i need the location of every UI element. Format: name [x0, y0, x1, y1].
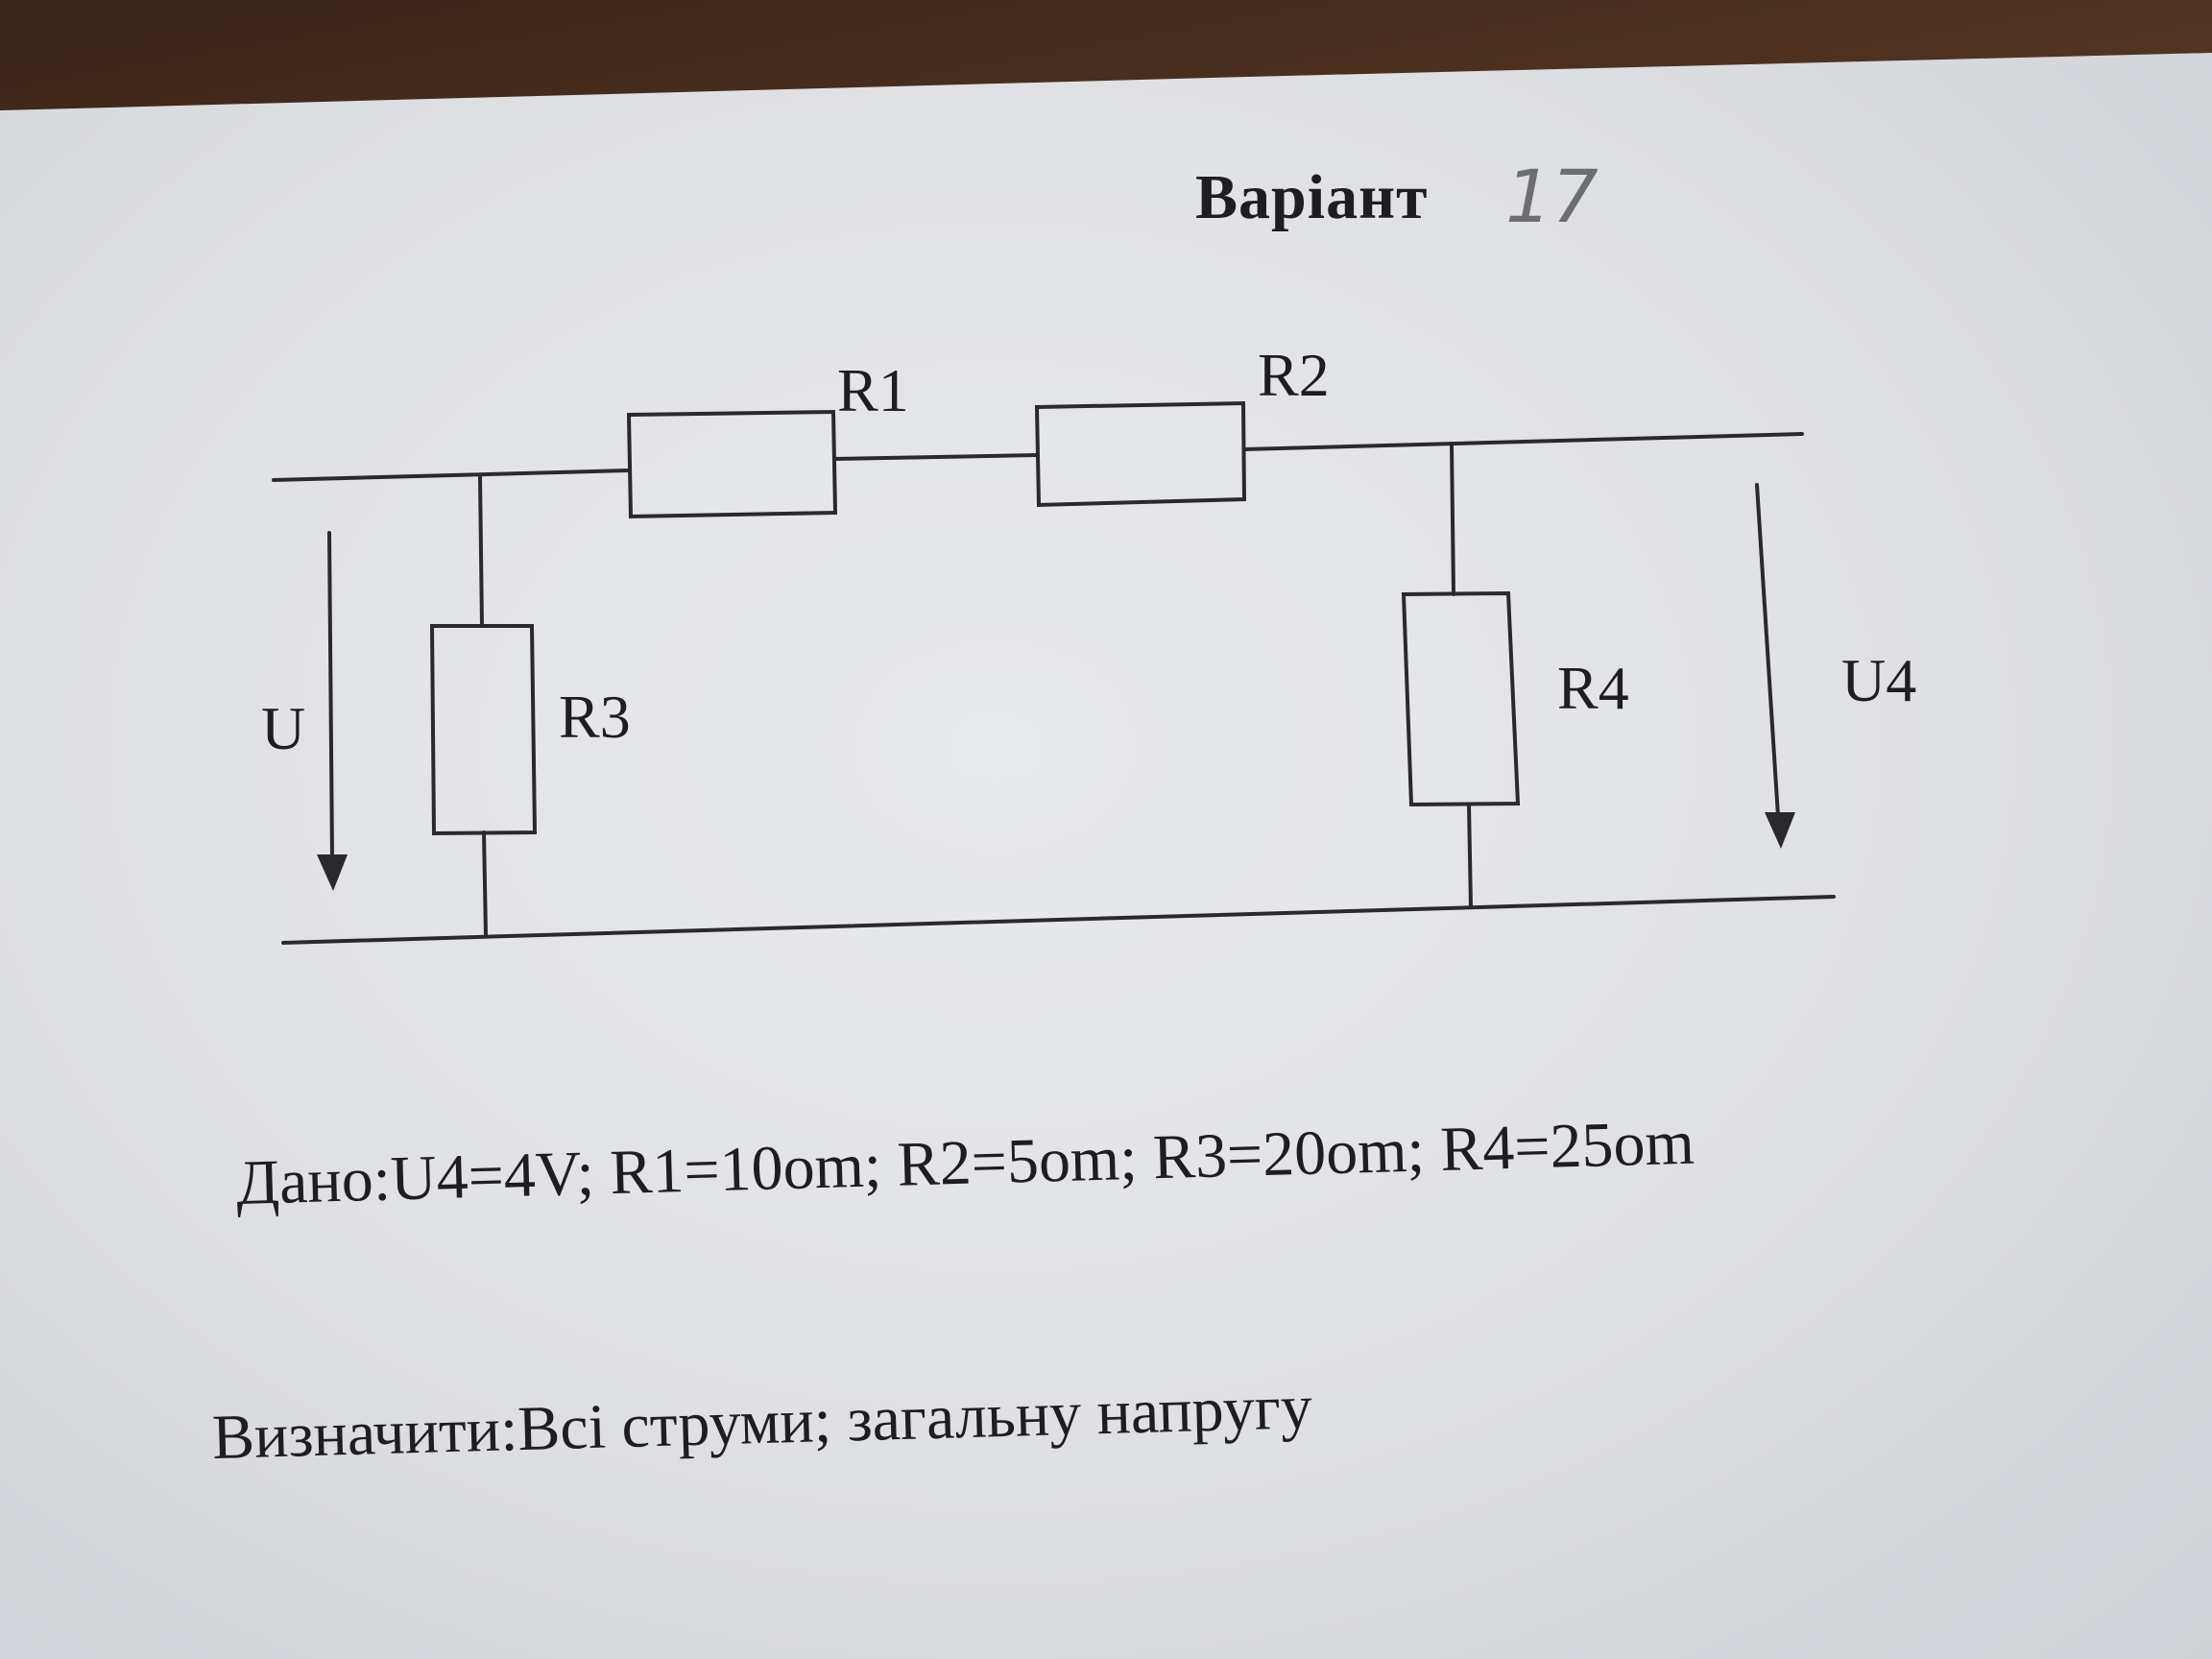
r1-label: R1 [837, 356, 909, 424]
r3-resistor [429, 624, 538, 836]
r3-bottom-wire [482, 830, 488, 937]
r4-resistor [1401, 590, 1521, 807]
r1-resistor [626, 409, 838, 519]
top-left-wire [272, 469, 631, 482]
r2-label: R2 [1258, 341, 1330, 409]
u4-label: U4 [1841, 646, 1916, 714]
u-label: U [261, 694, 305, 762]
u-arrowhead [317, 854, 348, 891]
variant-number-handwritten: 17 [1505, 154, 1599, 239]
r4-top-wire [1450, 442, 1455, 596]
r4-label: R4 [1557, 654, 1629, 722]
bottom-wire [281, 895, 1836, 945]
u4-arrow-line [1755, 483, 1780, 818]
u-arrow-line [327, 531, 334, 861]
r1-r2-wire [832, 453, 1039, 461]
r4-bottom-wire [1467, 803, 1473, 909]
u4-arrowhead [1765, 812, 1795, 849]
variant-title: Варіант [1195, 162, 1429, 232]
top-right-wire [1242, 432, 1804, 451]
r3-label: R3 [559, 683, 631, 751]
r2-resistor [1034, 400, 1247, 508]
r3-top-wire [478, 475, 484, 628]
